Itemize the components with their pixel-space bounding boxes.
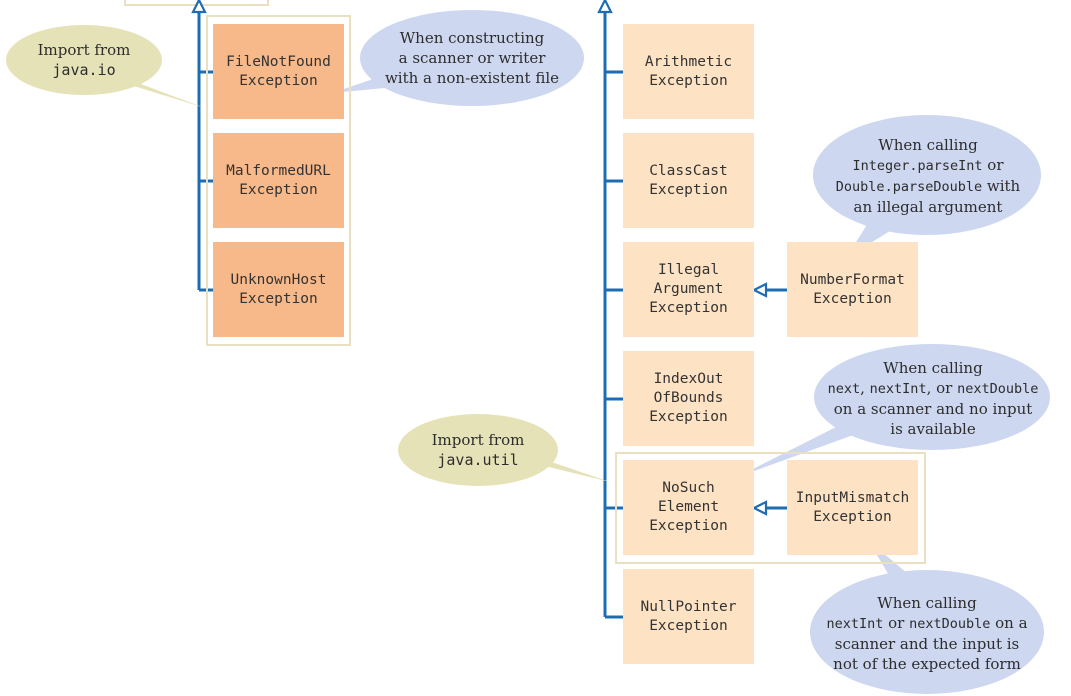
callout-text: or	[982, 156, 1004, 174]
import-io-callout-text: Import from java.io	[14, 28, 154, 92]
box-label-line: Exception	[239, 290, 318, 307]
box-label-line: Exception	[649, 300, 728, 316]
box-label-line: Exception	[239, 72, 318, 89]
class-cast-exception-box: ClassCast Exception	[623, 133, 754, 228]
callout-line: not of the expected form	[833, 654, 1021, 673]
box-label-line: Exception	[239, 181, 318, 198]
number-format-callout-text: When calling Integer.parseInt or Double.…	[818, 128, 1038, 224]
box-label-line: NumberFormat	[800, 271, 905, 288]
file-not-found-exception-box: FileNotFound Exception	[213, 24, 344, 119]
input-mismatch-callout-text: When calling nextInt or nextDouble on a …	[812, 585, 1042, 681]
no-such-element-exception-box: NoSuch Element Exception	[623, 460, 754, 555]
callout-line: Import from	[37, 41, 131, 59]
no-such-element-bubble-tail	[735, 420, 878, 478]
box-label-line: NullPointer	[640, 598, 737, 615]
box-label-line: InputMismatch	[795, 489, 910, 506]
callout-line: next, nextInt, or nextDouble	[828, 378, 1039, 399]
box-label-line: UnknownHost	[230, 271, 327, 288]
box-label-line: Argument	[653, 281, 724, 297]
callout-line: Integer.parseInt or	[852, 155, 1003, 176]
box-label-line: Exception	[649, 518, 728, 534]
callout-code: next	[827, 380, 861, 397]
no-such-element-bubble	[814, 344, 1050, 450]
null-pointer-exception-box: NullPointer Exception	[623, 569, 754, 664]
callout-line: a scanner or writer	[398, 49, 546, 67]
callout-code: nextDouble	[957, 380, 1039, 397]
file-not-found-callout-text: When constructing a scanner or writer wi…	[366, 20, 578, 96]
box-label-line: Exception	[649, 181, 728, 198]
box-label-line: Illegal	[657, 262, 720, 278]
callout-line: with a non-existent file	[384, 69, 560, 87]
callout-line: scanner and the input is	[834, 634, 1020, 653]
callout-code: nextDouble	[909, 615, 991, 632]
callout-code: nextInt	[826, 615, 884, 632]
arithmetic-exception-box: Arithmetic Exception	[623, 24, 754, 119]
box-label-line: Exception	[649, 617, 728, 634]
callout-line: on a scanner and no input	[833, 399, 1033, 418]
box-label-line: Exception	[649, 72, 728, 89]
input-mismatch-arrowhead	[751, 500, 768, 516]
callout-line: When calling	[877, 593, 977, 612]
callout-text: or	[883, 613, 910, 632]
box-label-line: NoSuch	[662, 480, 715, 496]
file-not-found-bubble	[360, 10, 584, 106]
callout-text: , or	[926, 378, 958, 397]
callout-code: java.util	[437, 451, 519, 469]
callout-code: java.io	[52, 61, 116, 79]
number-format-arrowhead	[751, 282, 768, 298]
box-label-line: MalformedURL	[226, 162, 331, 179]
runtime-trunk-arrowhead	[597, 0, 613, 14]
java-util-group-frame	[615, 452, 926, 564]
callout-code: Integer.parseInt	[852, 158, 983, 174]
index-out-of-bounds-exception-box: IndexOut OfBounds Exception	[623, 351, 754, 446]
malformed-url-exception-box: MalformedURL Exception	[213, 133, 344, 228]
callout-line: nextInt or nextDouble on a	[826, 613, 1027, 634]
callout-text: with	[982, 177, 1021, 195]
number-format-bubble	[813, 115, 1041, 235]
callout-text: on a	[990, 613, 1028, 632]
import-util-bubble	[398, 414, 558, 486]
io-trunk-arrowhead	[191, 0, 207, 14]
import-io-bubble	[6, 25, 162, 95]
illegal-argument-exception-box: Illegal Argument Exception	[623, 242, 754, 337]
box-label-line: Exception	[649, 409, 728, 425]
box-label-line: Arithmetic	[644, 53, 733, 70]
callout-code: nextInt	[869, 380, 927, 397]
callout-code: Double.parseDouble	[835, 179, 983, 195]
box-label-line: Element	[657, 499, 720, 515]
number-format-exception-box: NumberFormat Exception	[787, 242, 918, 337]
callout-line: Double.parseDouble with	[836, 176, 1020, 197]
input-mismatch-exception-box: InputMismatch Exception	[787, 460, 918, 555]
unknown-host-exception-box: UnknownHost Exception	[213, 242, 344, 337]
java-io-group-frame	[206, 15, 351, 346]
import-util-callout-text: Import from java.util	[403, 418, 553, 482]
callout-line: When constructing	[399, 29, 545, 47]
box-label-line: IndexOut	[653, 371, 724, 387]
callout-line: When calling	[878, 136, 978, 154]
callout-line: an illegal argument	[853, 198, 1003, 216]
box-label-line: OfBounds	[653, 390, 724, 406]
box-label-line: Exception	[813, 290, 892, 307]
callout-line: When calling	[883, 358, 983, 377]
input-mismatch-bubble	[810, 570, 1044, 694]
callout-line: Import from	[431, 431, 525, 449]
callout-line: is available	[890, 419, 976, 438]
box-label-line: FileNotFound	[226, 53, 331, 70]
callout-text: ,	[860, 378, 870, 397]
box-label-line: Exception	[813, 508, 892, 525]
box-label-line: ClassCast	[649, 162, 728, 179]
no-such-element-callout-text: When calling next, nextInt, or nextDoubl…	[818, 350, 1048, 446]
